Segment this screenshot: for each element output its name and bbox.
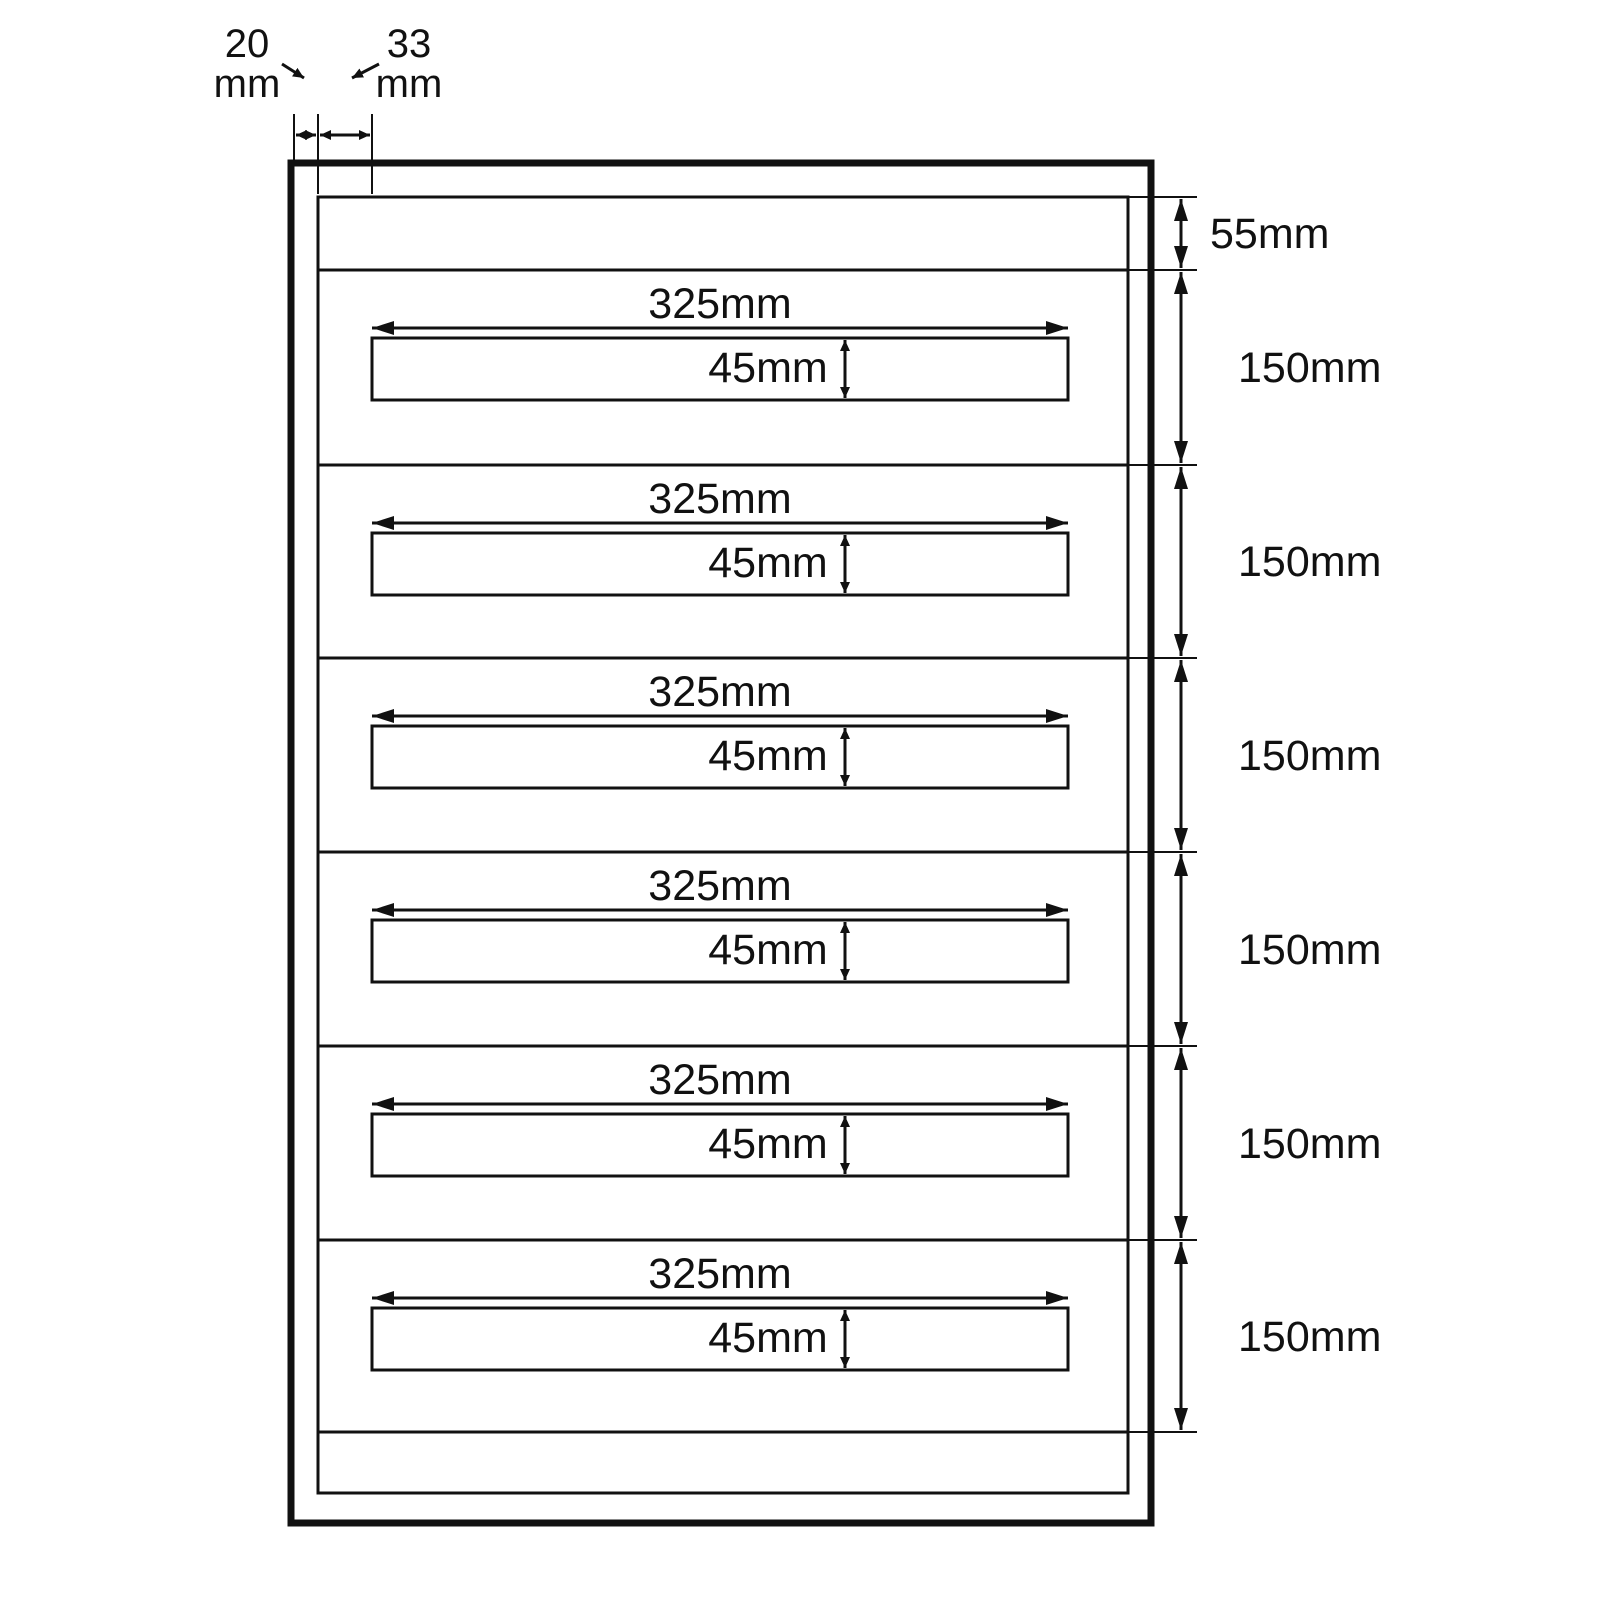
section-height-label: 150mm xyxy=(1238,1313,1381,1361)
top-dimensions: 20 mm 33 mm xyxy=(214,22,443,194)
wall-thickness-value-label: 20 xyxy=(225,22,270,66)
drawer-slot xyxy=(370,1112,1070,1178)
slot-offset-leader-arrow xyxy=(351,62,380,80)
cabinet-inner-frame xyxy=(316,195,1130,1495)
slot-width-label: 325mm xyxy=(648,475,791,523)
section-height-label: 150mm xyxy=(1238,344,1381,392)
slot-height-label: 45mm xyxy=(708,1120,827,1168)
slot-offset-unit-label: mm xyxy=(376,62,443,106)
section-height-label: 150mm xyxy=(1238,732,1381,780)
slot-section-4: 325mm 45mm xyxy=(370,862,1070,984)
slot-height-label: 45mm xyxy=(708,539,827,587)
slot-width-label: 325mm xyxy=(648,862,791,910)
top-gap-dimension-label: 55mm xyxy=(1210,210,1329,258)
slot-height-label: 45mm xyxy=(708,926,827,974)
slot-height-label: 45mm xyxy=(708,344,827,392)
slot-width-label: 325mm xyxy=(648,1056,791,1104)
slot-offset-value-label: 33 xyxy=(387,22,432,66)
drawer-slot xyxy=(370,918,1070,984)
slot-height-label: 45mm xyxy=(708,1314,827,1362)
slot-height-label: 45mm xyxy=(708,732,827,780)
cabinet-outer-frame xyxy=(287,159,1155,1527)
slot-section-1: 325mm 45mm xyxy=(370,280,1070,402)
section-height-label: 150mm xyxy=(1238,538,1381,586)
slot-width-label: 325mm xyxy=(648,668,791,716)
slot-width-label: 325mm xyxy=(648,1250,791,1298)
slot-section-5: 325mm 45mm xyxy=(370,1056,1070,1178)
drawer-slot xyxy=(370,336,1070,402)
wall-thickness-leader-arrow xyxy=(281,62,305,80)
drawer-slot xyxy=(370,1306,1070,1372)
slot-section-2: 325mm 45mm xyxy=(370,475,1070,597)
slot-section-6: 325mm 45mm xyxy=(370,1250,1070,1372)
slot-section-3: 325mm 45mm xyxy=(370,668,1070,790)
drawer-slot xyxy=(370,724,1070,790)
wall-thickness-unit-label: mm xyxy=(214,62,281,106)
section-height-label: 150mm xyxy=(1238,1120,1381,1168)
section-height-label: 150mm xyxy=(1238,926,1381,974)
right-dimension-labels: 55mm 150mm 150mm 150mm 150mm 150mm 150mm xyxy=(1210,210,1381,1361)
drawer-slot xyxy=(370,531,1070,597)
right-extension-lines xyxy=(1128,196,1197,1433)
slot-width-label: 325mm xyxy=(648,280,791,328)
